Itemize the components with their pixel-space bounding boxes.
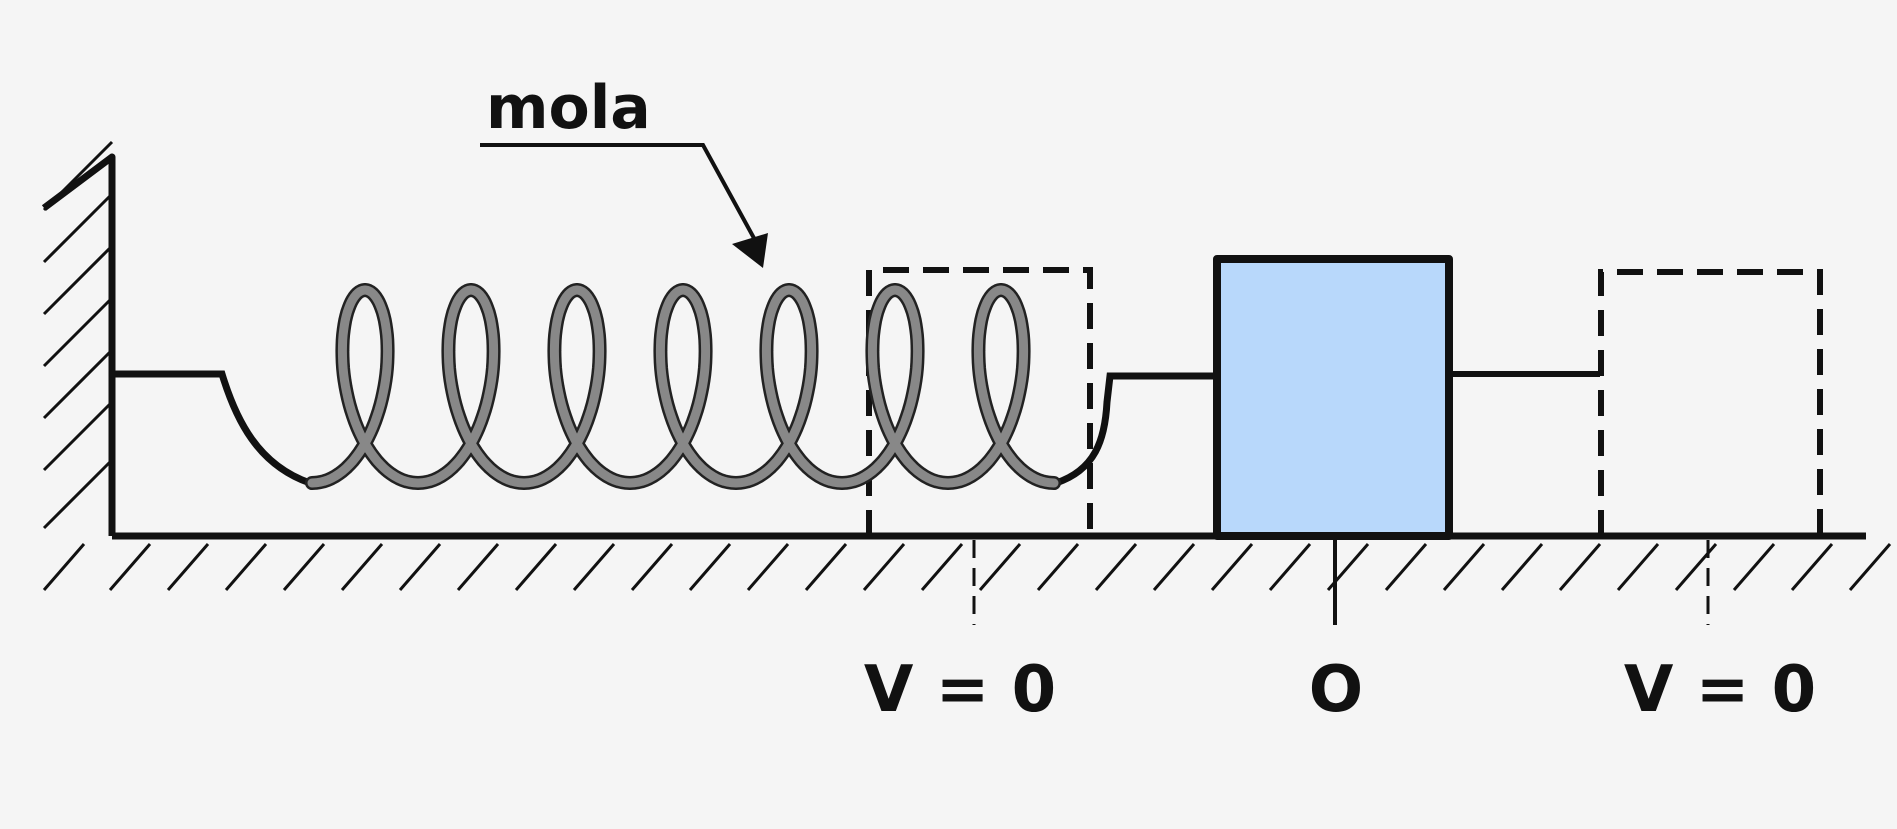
floor-hatch-line (42, 543, 86, 591)
floor-hatch-line (920, 543, 964, 591)
floor-hatch-line (1210, 543, 1254, 591)
left-extreme-block-outline (866, 267, 1093, 536)
floor-hatch-line (572, 543, 616, 591)
spring-label-arrowhead (732, 233, 768, 268)
floor-hatch-line (340, 543, 384, 591)
spring-coil (307, 285, 1059, 488)
spring-label: mola (486, 73, 651, 143)
floor-hatch-line (224, 543, 268, 591)
right-extreme-block-outline (1598, 269, 1823, 536)
floor-hatch-line (630, 543, 674, 591)
wall (41, 153, 116, 536)
floor-hatching (42, 543, 1892, 591)
spring (305, 283, 1061, 490)
floor-hatch-line (688, 543, 732, 591)
floor-hatch-line (1036, 543, 1080, 591)
floor-hatch-line (1268, 543, 1312, 591)
floor-hatch-line (1558, 543, 1602, 591)
floor-hatch-line (1674, 543, 1718, 591)
floor-hatch-line (978, 543, 1022, 591)
floor-hatch-line (862, 543, 906, 591)
floor-hatch-line (456, 543, 500, 591)
wall-hatching (42, 140, 114, 530)
floor-hatch-line (1790, 543, 1834, 591)
left-extreme-label: V = 0 (864, 653, 1056, 727)
floor-hatch-line (514, 543, 558, 591)
block (1213, 255, 1453, 540)
floor-hatch-line (746, 543, 790, 591)
floor-hatch-line (282, 543, 326, 591)
floor-hatch-line (1732, 543, 1776, 591)
floor-hatch-line (1848, 543, 1892, 591)
floor-hatch-line (1152, 543, 1196, 591)
floor-hatch-line (108, 543, 152, 591)
floor-hatch-line (1384, 543, 1428, 591)
spring-right-lead (1052, 372, 1219, 487)
floor-hatch-line (1094, 543, 1138, 591)
floor-hatch-line (398, 543, 442, 591)
floor-hatch-line (1442, 543, 1486, 591)
spring-coil-outline (305, 283, 1061, 490)
spring-left-lead (108, 370, 314, 487)
floor-hatch-line (166, 543, 210, 591)
spring-label-underline (480, 143, 757, 241)
floor-hatch-line (1616, 543, 1660, 591)
equilibrium-label: O (1309, 653, 1363, 727)
floor-hatch-line (804, 543, 848, 591)
right-extreme-label: V = 0 (1624, 653, 1816, 727)
floor-hatch-line (1500, 543, 1544, 591)
